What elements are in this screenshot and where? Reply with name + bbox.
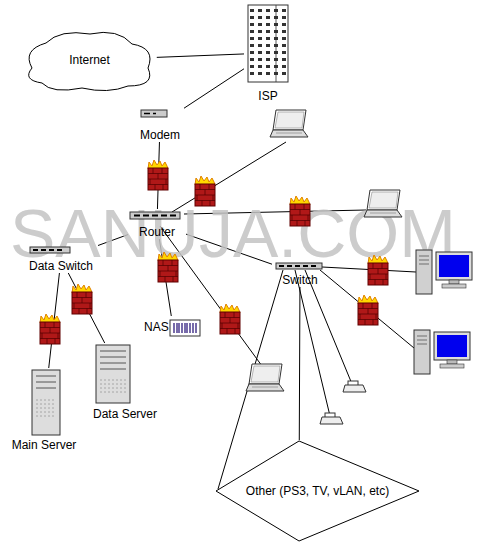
modem-device — [141, 110, 167, 117]
node-label: Internet — [69, 53, 110, 67]
pc-icon — [414, 330, 470, 374]
watermark-text: SANUJA.COM — [10, 198, 456, 268]
link-line — [68, 273, 104, 343]
link-line — [299, 287, 301, 440]
server-node: Main Server — [4, 368, 84, 452]
link-line — [157, 54, 244, 57]
building-node: ISP — [244, 3, 292, 103]
node-label: Modem — [140, 128, 180, 142]
cloud-node: Internet — [22, 28, 157, 92]
switch-node: Switch — [272, 261, 328, 287]
network-link — [157, 54, 244, 57]
network-link — [299, 287, 301, 440]
router-node: Router — [128, 209, 186, 239]
node-label: Data Server — [93, 407, 157, 421]
wire-line — [320, 270, 414, 348]
firewall-icon — [358, 295, 378, 325]
link-line — [184, 69, 244, 108]
firewall-icon — [72, 284, 92, 314]
node-label: ISP — [258, 89, 277, 103]
modem-node: Modem — [136, 106, 184, 142]
isp-building — [248, 5, 288, 82]
node-label: NAS — [144, 320, 169, 334]
network-link — [68, 273, 104, 343]
main-server-tower — [32, 370, 60, 435]
server-node: Data Server — [86, 343, 164, 421]
node-label: Data Switch — [29, 259, 93, 273]
laptop-icon — [270, 110, 308, 137]
network-link — [49, 273, 60, 368]
wire-line — [305, 270, 352, 384]
network-link — [184, 69, 244, 108]
printer-icon — [320, 413, 343, 424]
printer-icon — [343, 381, 366, 392]
nas-node: NAS — [142, 316, 204, 338]
switch-node: Data Switch — [24, 245, 98, 273]
data-server-tower — [96, 345, 130, 403]
firewall-icon — [148, 160, 168, 190]
node-label: Main Server — [12, 438, 77, 452]
laptop-icon — [246, 364, 284, 391]
nas-device — [170, 320, 200, 336]
firewall-icon — [40, 314, 60, 344]
node-label: Switch — [282, 273, 317, 287]
node-label: Other (PS3, TV, vLAN, etc) — [246, 484, 389, 498]
firewall-icon — [220, 304, 240, 334]
diamond-node: Other (PS3, TV, vLAN, etc) — [215, 440, 420, 542]
node-label: Router — [139, 225, 175, 239]
link-line — [49, 273, 60, 368]
